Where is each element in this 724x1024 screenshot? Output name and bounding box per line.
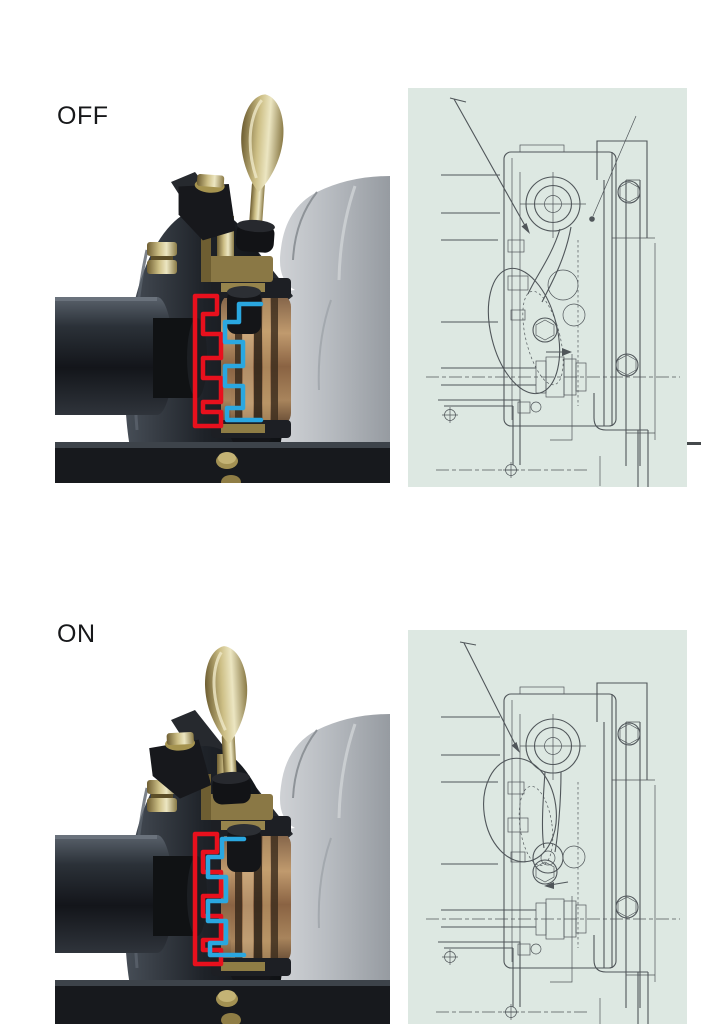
winch-photo bbox=[53, 643, 392, 1024]
on-photo bbox=[53, 628, 392, 1024]
clutch-section-drawing-disengaged bbox=[408, 88, 687, 488]
engage-arrow-right bbox=[546, 348, 572, 356]
leader-line-dot bbox=[589, 115, 637, 222]
leader-line bbox=[459, 641, 520, 753]
on-diagram bbox=[408, 630, 687, 1024]
on-state-label: ON bbox=[57, 620, 96, 648]
winch-photo bbox=[53, 87, 392, 566]
winch-clutch-photo-disengaged bbox=[53, 87, 392, 566]
clutch-section-drawing-engaged bbox=[408, 630, 687, 1024]
leader-line bbox=[449, 97, 530, 234]
off-state-label: OFF bbox=[57, 102, 109, 130]
lever-arm-off bbox=[487, 226, 579, 395]
winch-body bbox=[53, 708, 392, 1024]
off-photo bbox=[53, 87, 392, 566]
engage-arrow-left bbox=[544, 881, 569, 889]
winch-clutch-photo-engaged bbox=[53, 643, 392, 1024]
lever-arm-on bbox=[483, 757, 564, 874]
off-diagram bbox=[408, 88, 687, 488]
drawing-background bbox=[408, 88, 687, 487]
tick-mark bbox=[687, 442, 701, 445]
